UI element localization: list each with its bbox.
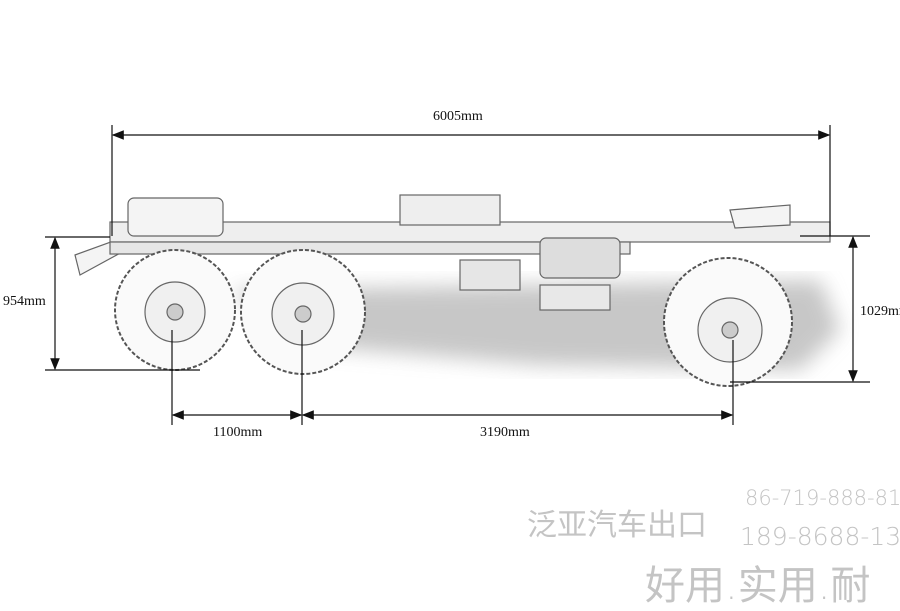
truck-chassis <box>74 194 831 387</box>
wheel-front-1 <box>114 249 236 371</box>
rear-frame <box>729 204 791 229</box>
frame-rail-lower <box>109 241 631 255</box>
watermark-phone-2: 189-8688-13 <box>740 522 900 551</box>
overall-length-label: 6005mm <box>433 109 483 124</box>
transmission <box>459 259 521 291</box>
wheel-front-2 <box>240 249 366 375</box>
wheel-rear <box>663 257 793 387</box>
engine-block <box>399 194 501 226</box>
battery-box <box>127 197 224 237</box>
front-height-label: 954mm <box>3 294 46 309</box>
watermark-slogan: 好用.实用.耐 <box>645 563 871 609</box>
watermark-phone-1: 86-719-888-81 <box>745 486 900 510</box>
dimension-lines <box>45 125 870 425</box>
axle-spacing-label: 1100mm <box>213 425 263 440</box>
rear-height-label: 1029mm <box>860 304 900 319</box>
wheelbase-label: 3190mm <box>480 425 530 440</box>
fuel-tank <box>539 237 621 279</box>
watermark-company: 泛亚汽车出口 <box>527 508 707 543</box>
step <box>539 284 611 311</box>
